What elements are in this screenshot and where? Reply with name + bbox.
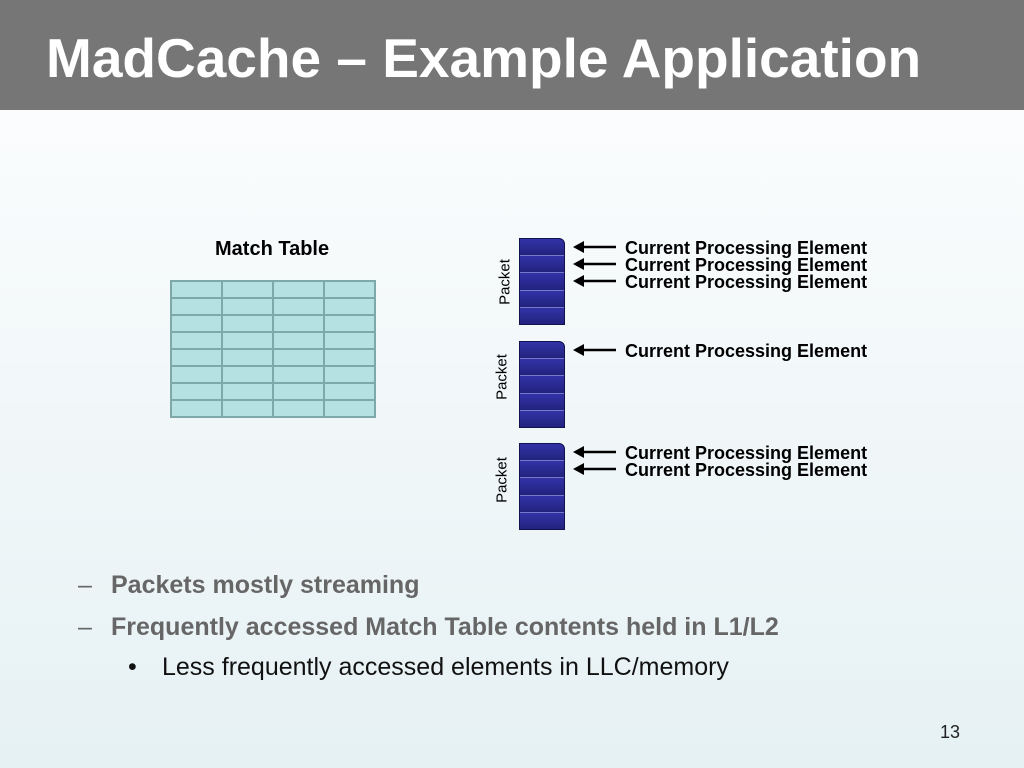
current-processing-element-label: Current Processing Element [625, 255, 868, 275]
match-table [170, 280, 376, 418]
match-table-cell [223, 333, 272, 348]
packet-slot [520, 409, 564, 428]
packet-slot [520, 511, 564, 530]
bullet-dash: – [78, 571, 92, 599]
slide-title: MadCache – Example Application [46, 27, 922, 89]
match-table-cell [274, 282, 323, 297]
packet-slot [520, 239, 564, 256]
slide-number: 13 [940, 722, 961, 742]
bullet-text: Packets mostly streaming [111, 571, 420, 599]
match-table-cell [274, 384, 323, 399]
packet-slot [520, 272, 564, 290]
match-table-cell [325, 367, 374, 382]
match-table-cell [223, 367, 272, 382]
match-table-cell [274, 401, 323, 416]
match-table-cell [274, 316, 323, 331]
match-table-cell [172, 299, 221, 314]
match-table-cell [223, 299, 272, 314]
match-table-cell [274, 333, 323, 348]
current-processing-element-label: Current Processing Element [625, 460, 868, 480]
match-table-title: Match Table [215, 238, 330, 260]
current-processing-element-label: Current Processing Element [625, 272, 868, 292]
match-table-cell [325, 401, 374, 416]
packet-slot [520, 494, 564, 512]
packet-label-2: Packet [493, 354, 511, 400]
packet-slot [520, 255, 564, 273]
match-table-cell [223, 401, 272, 416]
match-table-cell [223, 316, 272, 331]
match-table-cell [325, 384, 374, 399]
packet-block-3 [519, 443, 565, 530]
bullet-dash: – [78, 613, 92, 641]
match-table-cell [325, 316, 374, 331]
packet-slot [520, 306, 564, 325]
match-table-cell [325, 282, 374, 297]
arrow-left-icon [573, 241, 616, 253]
current-processing-element-label: Current Processing Element [625, 341, 868, 361]
packet-slot [520, 289, 564, 307]
packet-label-1: Packet [496, 259, 514, 305]
packet-label-3: Packet [493, 457, 511, 503]
packet-slot [520, 477, 564, 495]
packet-slot [520, 444, 564, 461]
sub-bullet-text: Less frequently accessed elements in LLC… [162, 653, 729, 681]
match-table-cell [274, 350, 323, 365]
match-table-cell [172, 350, 221, 365]
match-table-cell [325, 299, 374, 314]
match-table-cell [274, 367, 323, 382]
match-table-cell [223, 350, 272, 365]
match-table-cell [172, 333, 221, 348]
match-table-cell [223, 282, 272, 297]
match-table-cell [325, 350, 374, 365]
packet-slot [520, 342, 564, 359]
match-table-cell [172, 401, 221, 416]
packet-slot [520, 375, 564, 393]
sub-bullet-item-1: • Less frequently accessed elements in LL… [128, 653, 729, 682]
match-table-cell [223, 384, 272, 399]
arrow-left-icon [573, 275, 616, 287]
match-table-cell [325, 333, 374, 348]
current-processing-element-label: Current Processing Element [625, 443, 868, 463]
arrow-left-icon [573, 344, 616, 356]
packet-block-2 [519, 341, 565, 428]
packet-slot [520, 392, 564, 410]
packet-block-1 [519, 238, 565, 325]
arrow-left-icon [573, 258, 616, 270]
match-table-cell [172, 282, 221, 297]
bullet-item-1: –Packets mostly streaming [78, 571, 419, 600]
bullet-dot: • [128, 653, 137, 681]
match-table-cell [172, 384, 221, 399]
arrow-left-icon [573, 446, 616, 458]
current-processing-element-label: Current Processing Element [625, 238, 868, 258]
title-bar: MadCache – Example Application [0, 0, 1024, 110]
match-table-cell [274, 299, 323, 314]
match-table-cell [172, 367, 221, 382]
match-table-cell [172, 316, 221, 331]
bullet-text: Frequently accessed Match Table contents… [111, 613, 779, 641]
arrow-left-icon [573, 463, 616, 475]
bullet-item-2: –Frequently accessed Match Table content… [78, 613, 779, 642]
packet-slot [520, 358, 564, 376]
packet-slot [520, 460, 564, 478]
